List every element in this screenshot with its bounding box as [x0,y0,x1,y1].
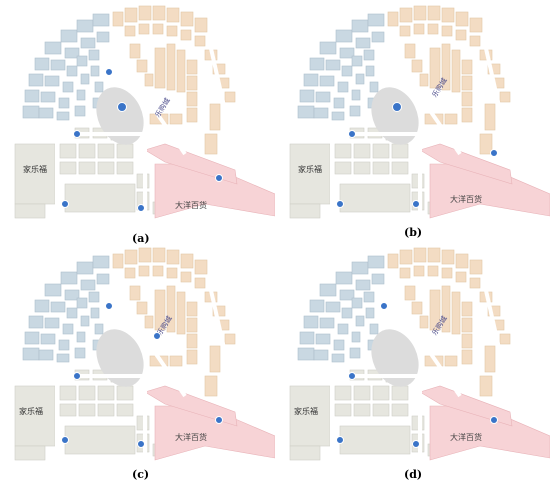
map-base-c [5,246,275,466]
map-panel-d: 家乐福 大洋百货 乐购城 [280,246,550,466]
map-base-b [280,4,550,224]
map-base-a [5,4,275,224]
map-panel-b: 家乐福 大洋百货 乐购城 [280,4,550,224]
location-pin-icon[interactable] [412,200,420,208]
map-panel-c: 家乐福 大洋百货 乐购城 [5,246,275,466]
map-base-d [280,246,550,466]
location-pin-icon[interactable] [215,416,223,424]
label-jialefu: 家乐福 [298,165,322,174]
label-dayang: 大洋百货 [175,201,207,210]
location-pin-icon[interactable] [105,68,113,76]
location-pin-icon[interactable] [348,372,356,380]
location-pin-icon[interactable] [153,332,161,340]
map-panel-a: 家乐福 大洋百货 乐购城 [5,4,275,224]
label-jialefu: 家乐福 [23,165,47,174]
label-dayang: 大洋百货 [450,433,482,442]
location-pin-icon[interactable] [215,174,223,182]
location-pin-icon[interactable] [73,130,81,138]
location-pin-icon[interactable] [61,200,69,208]
location-pin-icon[interactable] [348,130,356,138]
caption-d: (d) [404,468,423,481]
location-pin-icon[interactable] [137,204,145,212]
caption-a: (a) [132,232,150,245]
location-pin-icon[interactable] [392,102,402,112]
location-pin-icon[interactable] [73,372,81,380]
location-pin-icon[interactable] [61,436,69,444]
location-pin-icon[interactable] [117,102,127,112]
location-pin-icon[interactable] [336,200,344,208]
label-dayang: 大洋百货 [450,195,482,204]
location-pin-icon[interactable] [490,149,498,157]
location-pin-icon[interactable] [490,416,498,424]
location-pin-icon[interactable] [137,440,145,448]
label-jialefu: 家乐福 [294,407,318,416]
caption-c: (c) [132,468,150,481]
location-pin-icon[interactable] [380,302,388,310]
location-pin-icon[interactable] [412,440,420,448]
label-jialefu: 家乐福 [19,407,43,416]
caption-b: (b) [404,226,423,239]
label-dayang: 大洋百货 [175,433,207,442]
location-pin-icon[interactable] [105,302,113,310]
location-pin-icon[interactable] [336,436,344,444]
